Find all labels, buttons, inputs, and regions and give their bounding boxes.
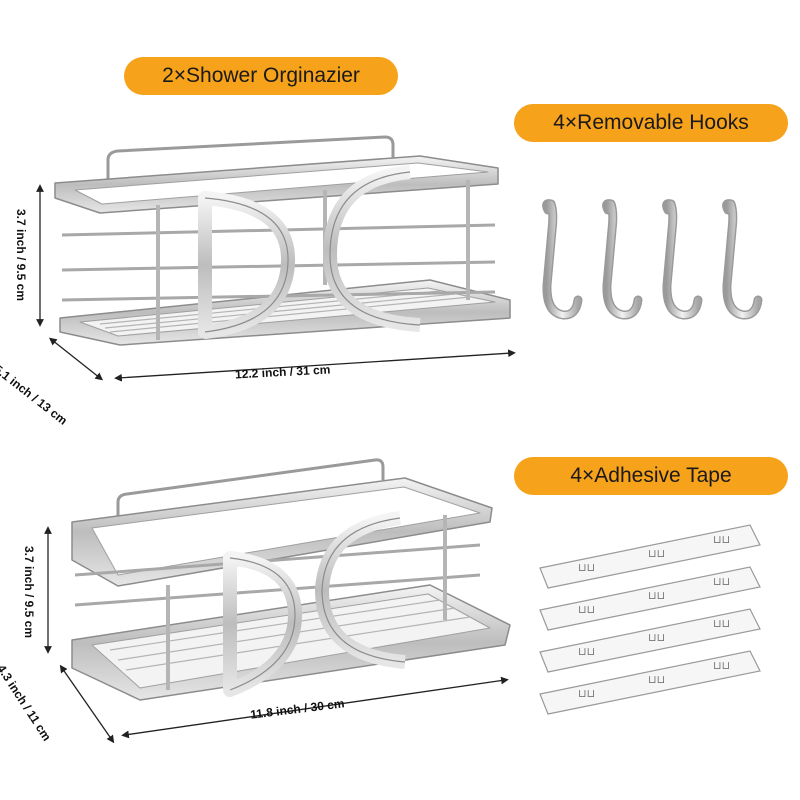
adhesive-tape-strip: ⊔⊔ ⊔⊔ ⊔⊔ (539, 608, 761, 673)
hook-icon (602, 199, 643, 320)
svg-text:⊔⊔: ⊔⊔ (648, 547, 665, 560)
svg-text:⊔⊔: ⊔⊔ (713, 533, 730, 546)
svg-text:⊔⊔: ⊔⊔ (648, 589, 665, 602)
svg-text:⊔⊔: ⊔⊔ (578, 603, 595, 616)
hook-icon (542, 199, 583, 320)
bottom-height-label: 3.7 inch / 9.5 cm (22, 545, 36, 639)
adhesive-tape-strip: ⊔⊔ ⊔⊔ ⊔⊔ (539, 524, 761, 589)
removable-hooks (542, 199, 763, 320)
svg-text:⊔⊔: ⊔⊔ (648, 631, 665, 644)
svg-text:⊔⊔: ⊔⊔ (648, 673, 665, 686)
adhesive-tape-strip: ⊔⊔ ⊔⊔ ⊔⊔ (539, 566, 761, 631)
svg-text:⊔⊔: ⊔⊔ (578, 645, 595, 658)
hook-icon (662, 199, 703, 320)
svg-text:⊔⊔: ⊔⊔ (713, 659, 730, 672)
label-adhesive-tape: 4×Adhesive Tape (514, 457, 788, 495)
shower-basket-small (71, 458, 511, 701)
label-shower-organizer: 2×Shower Orginazier (124, 57, 398, 95)
shower-basket-large (54, 135, 511, 346)
top-height-label: 3.7 inch / 9.5 cm (14, 208, 28, 302)
label-removable-hooks: 4×Removable Hooks (514, 104, 788, 142)
svg-text:⊔⊔: ⊔⊔ (578, 687, 595, 700)
svg-text:⊔⊔: ⊔⊔ (713, 575, 730, 588)
adhesive-tapes: ⊔⊔ ⊔⊔ ⊔⊔ ⊔⊔ ⊔⊔ ⊔⊔ ⊔⊔ ⊔⊔ ⊔⊔ ⊔⊔ ⊔⊔ ⊔⊔ (539, 524, 761, 715)
svg-text:⊔⊔: ⊔⊔ (713, 617, 730, 630)
hook-icon (722, 199, 763, 320)
svg-text:⊔⊔: ⊔⊔ (578, 561, 595, 574)
adhesive-tape-strip: ⊔⊔ ⊔⊔ ⊔⊔ (539, 650, 761, 715)
